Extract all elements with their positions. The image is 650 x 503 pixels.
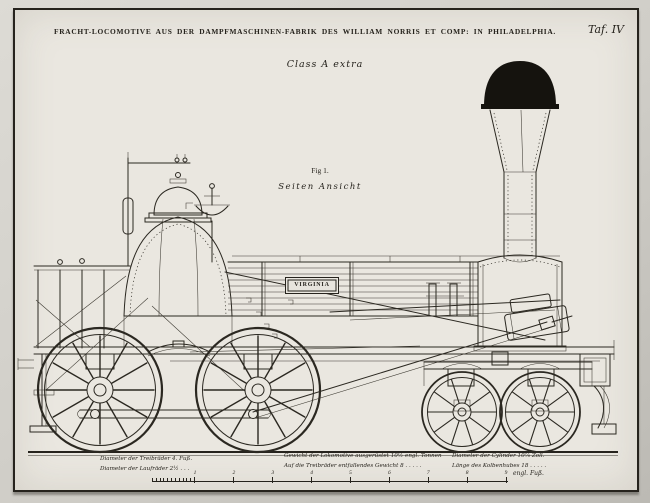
caption-line: Diameter der Laufräder 2½ . . . <box>100 466 190 472</box>
locomotive-nameplate: VIRGINIA <box>285 277 339 294</box>
lever-rod <box>122 152 191 267</box>
handrail-posts <box>33 258 131 349</box>
caption-line: Länge des Kolbenhubes 18 . . . . . <box>452 463 547 469</box>
view-label: Seiten Ansicht <box>278 182 362 192</box>
safety-valve <box>185 183 230 263</box>
scale-baseline <box>152 481 508 482</box>
class-label: Class A extra <box>286 59 364 70</box>
caption-line: Diameter der Cylinder 10⅞ Zoll. <box>452 453 545 459</box>
scale-major-ticks <box>194 477 507 483</box>
bogie-wheel-front <box>500 372 580 452</box>
bogie-frame <box>423 351 593 412</box>
caption-line: Auf die Treibräder entfallendes Gewicht … <box>284 463 422 469</box>
plate-number: Taf. IV <box>588 23 625 36</box>
smokestack <box>481 61 559 263</box>
coupling-rod <box>77 409 271 419</box>
scale-minor-ticks <box>152 478 195 482</box>
scale-unit-label: engl. Fuß. <box>513 470 544 477</box>
driving-wheel-front <box>196 328 320 452</box>
driving-wheel-rear <box>38 328 162 452</box>
boiler <box>227 255 560 339</box>
caption-weight: Gewicht der Lokomotive ausgerüstet 10½ e… <box>284 451 442 471</box>
bogie-wheel-rear <box>422 372 502 452</box>
firebox-dome <box>123 172 233 347</box>
cylinder-assembly <box>45 271 570 397</box>
caption-cylinder: Diameter der Cylinder 10⅞ Zoll. Länge de… <box>452 451 546 471</box>
plate-title: FRACHT-LOCOMOTIVE AUS DER DAMPFMASCHINEN… <box>54 27 556 36</box>
caption-line: Diameter der Treibräder 4. Fuß. <box>100 456 193 462</box>
caption-line: Gewicht der Lokomotive ausgerüstet 10½ e… <box>284 453 442 459</box>
pilot-front <box>579 340 617 435</box>
rail-line <box>28 451 618 456</box>
main-connecting-rod <box>252 315 573 419</box>
figure-label: Fig 1. <box>311 166 329 175</box>
caption-wheel-diameters: Diameter der Treibräder 4. Fuß. Diameter… <box>100 454 192 474</box>
